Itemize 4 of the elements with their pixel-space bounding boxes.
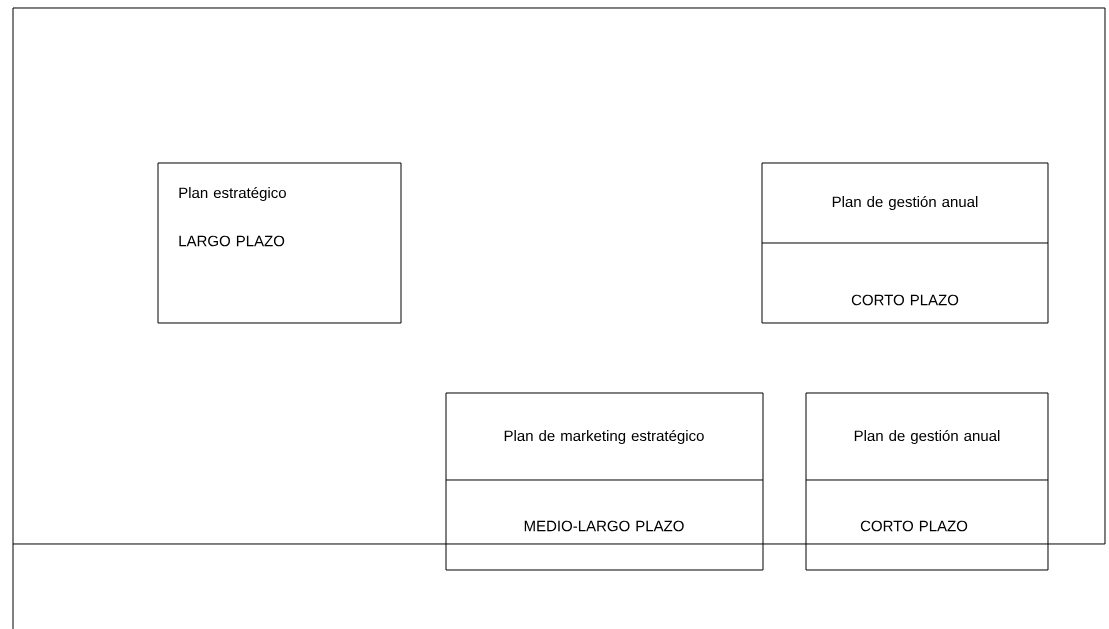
plan-box: Plan de marketing estratégico MEDIO-LARGO PLAZO	[445, 392, 764, 571]
plan-box: Plan de gestión anual CORTO PLAZO	[761, 162, 1049, 324]
plan-box: Plan de gestión anual CORTO PLAZO	[805, 392, 1049, 571]
plan-box: Plan estratégico LARGO PLAZO	[157, 162, 402, 324]
